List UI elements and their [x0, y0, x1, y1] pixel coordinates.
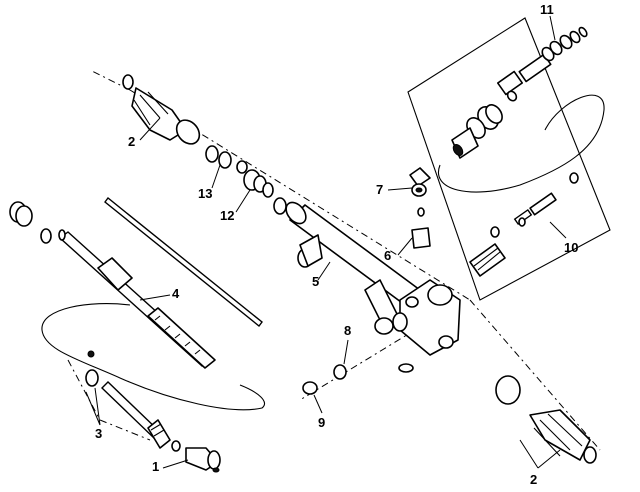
return-line-loop	[41, 303, 266, 411]
bushing-seals-upper	[205, 145, 287, 215]
inner-tie-rod-long	[104, 197, 263, 327]
valve-body-seals	[451, 104, 503, 159]
callout-10: 10	[564, 240, 578, 255]
callout-9: 9	[318, 415, 325, 430]
adjuster-plug	[409, 167, 431, 249]
bellows-boot-upper	[122, 74, 201, 145]
callout-6: 6	[384, 248, 391, 263]
rack-bar	[58, 229, 216, 369]
callout-13: 13	[198, 186, 212, 201]
callout-labels: 1 2 2 3 4 5 6 7 8 9 10 11 12 13	[95, 2, 578, 487]
callout-3: 3	[95, 426, 102, 441]
valve-assembly-group	[407, 17, 611, 301]
outer-tie-rod-end	[185, 447, 221, 473]
assembly-axis-lines	[67, 69, 601, 451]
callout-1: 1	[152, 459, 159, 474]
valve-spool-upper	[496, 26, 588, 102]
inner-tie-rod-assembly	[85, 350, 181, 452]
callout-2-upper: 2	[128, 134, 135, 149]
callout-8: 8	[344, 323, 351, 338]
bellows-boot-lower	[495, 375, 597, 464]
callout-5: 5	[312, 274, 319, 289]
callout-11: 11	[540, 2, 554, 17]
callout-12: 12	[220, 208, 234, 223]
seal-and-plug-lower	[302, 364, 347, 395]
callout-2-lower: 2	[530, 472, 537, 487]
callout-4: 4	[172, 286, 180, 301]
leader-lines	[85, 15, 567, 469]
rack-housing	[285, 201, 461, 373]
callout-7: 7	[376, 182, 383, 197]
snap-ring-left	[9, 201, 52, 244]
pinion-shaft	[469, 172, 579, 277]
